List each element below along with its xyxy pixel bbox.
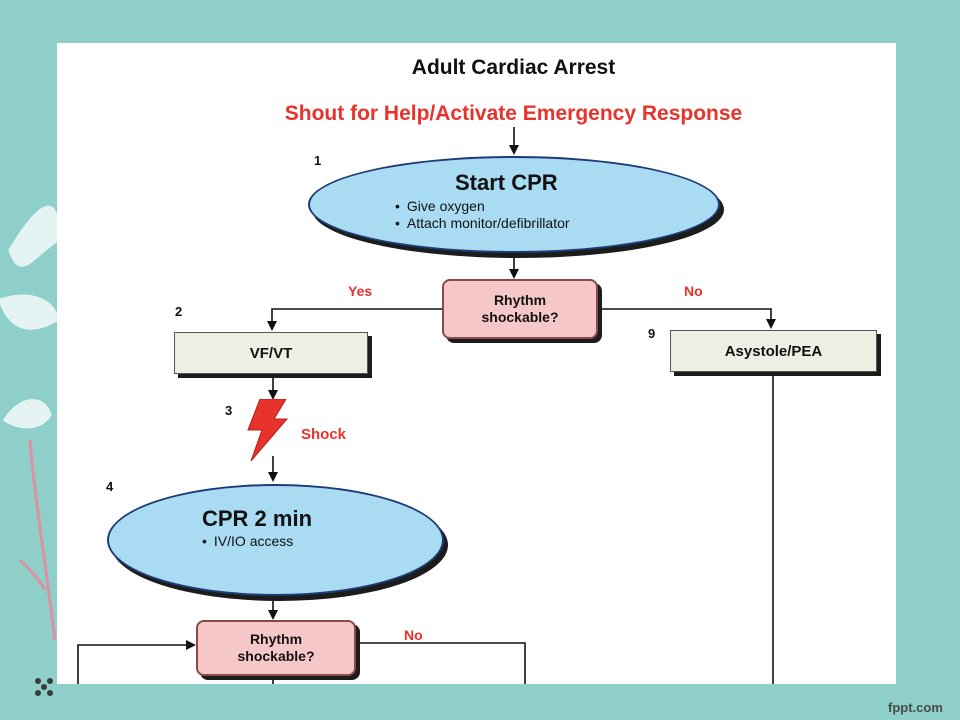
step-number-1: 1 [314, 153, 322, 168]
footer-brand: fppt.com [888, 700, 943, 715]
vf-vt-box: VF/VT [174, 332, 368, 374]
connector-lines [77, 127, 776, 684]
cpr-2-min-title: CPR 2 min [202, 506, 313, 531]
cpr-2-min-bullets: IV/IO access [202, 533, 293, 550]
flowchart-canvas: Adult Cardiac Arrest Shout for Help/Acti… [57, 43, 896, 684]
small-flower-icon [35, 678, 53, 696]
cpr-2-min-bullet: IV/IO access [202, 533, 293, 550]
chart-title: Adult Cardiac Arrest [411, 56, 616, 79]
no-label-1: No [684, 283, 703, 299]
emergency-subtitle: Shout for Help/Activate Emergency Respon… [284, 102, 743, 125]
yes-label: Yes [348, 283, 373, 299]
step-number-9: 9 [648, 326, 656, 341]
no-label-2: No [404, 627, 423, 643]
start-cpr-title: Start CPR [455, 170, 558, 195]
step-number-3: 3 [225, 403, 233, 418]
lightning-bolt-icon [247, 399, 289, 461]
start-cpr-node: Start CPR Give oxygen Attach monitor/def… [308, 156, 720, 253]
start-cpr-bullet: Give oxygen [395, 198, 570, 215]
step-number-2: 2 [175, 304, 183, 319]
shock-label: Shock [301, 426, 347, 443]
cpr-2-min-node: CPR 2 min IV/IO access [107, 484, 444, 596]
asystole-pea-box: Asystole/PEA [670, 330, 877, 372]
start-cpr-bullet: Attach monitor/defibrillator [395, 215, 570, 232]
start-cpr-bullets: Give oxygen Attach monitor/defibrillator [395, 198, 570, 232]
step-number-4: 4 [106, 479, 114, 494]
